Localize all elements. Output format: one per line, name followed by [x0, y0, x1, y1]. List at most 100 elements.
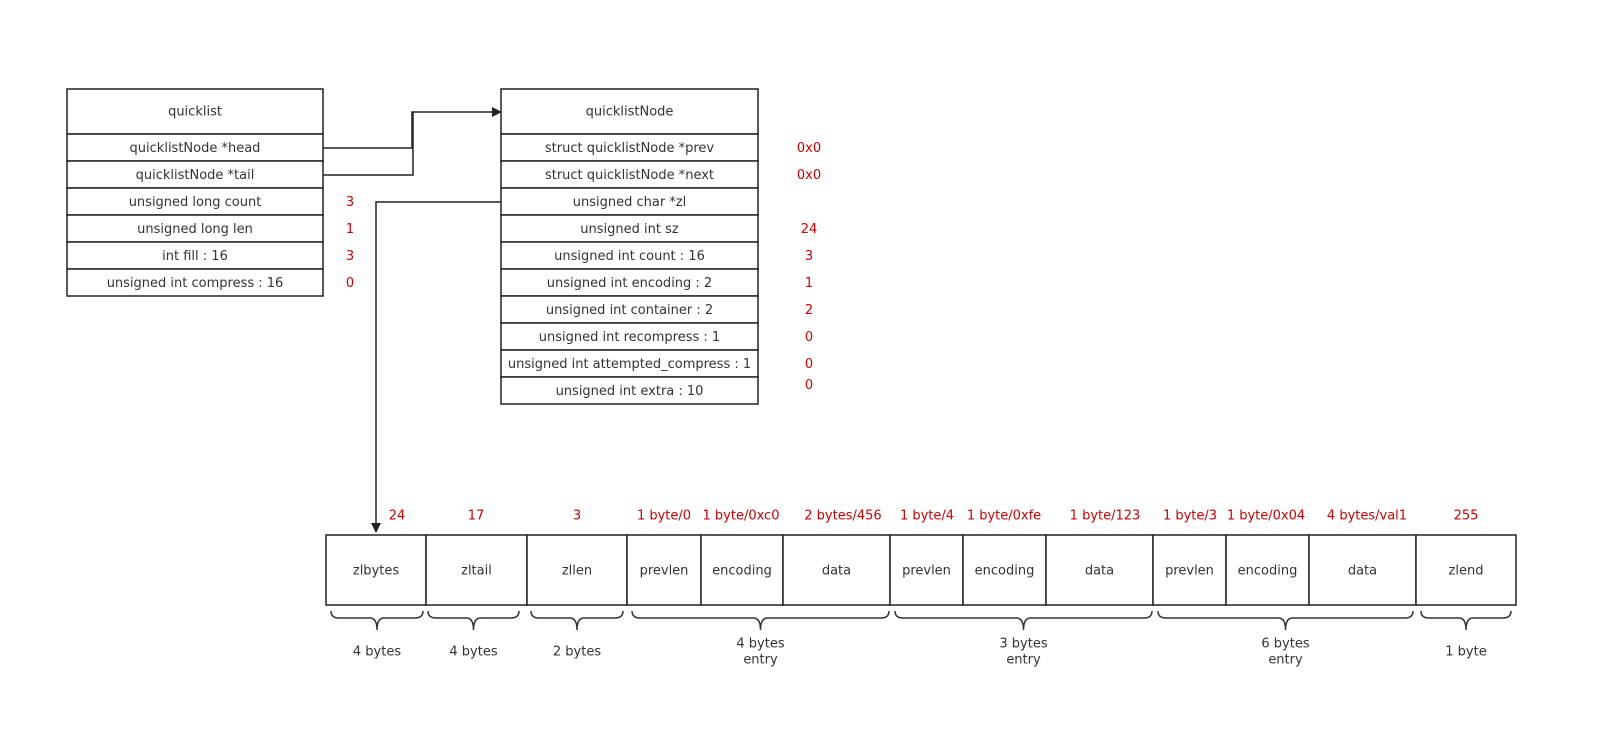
byte-size-brace: [427, 610, 520, 631]
quicklist-field-label: unsigned long count: [129, 195, 262, 210]
tail-pointer-line: [323, 112, 414, 176]
ziplist-cell-value: 1 byte/4: [900, 509, 954, 524]
quicklistnode-title: quicklistNode: [586, 105, 674, 120]
ziplist-cell-label: prevlen: [1165, 564, 1214, 579]
brace-label: entry: [743, 653, 778, 668]
byte-size-brace: [530, 610, 624, 631]
quicklist-field-label: unsigned int compress : 16: [107, 276, 284, 291]
ziplist-cell-label: encoding: [975, 564, 1035, 579]
ziplist-cell-label: zllen: [562, 564, 592, 579]
byte-size-brace: [894, 610, 1153, 631]
quicklistnode-field-label: unsigned int container : 2: [546, 303, 713, 318]
ziplist-cell-encoding: [700, 534, 784, 606]
ziplist-cell-label: prevlen: [902, 564, 951, 579]
quicklistnode-field-label: unsigned int sz: [580, 222, 679, 237]
ziplist-cell-data: [1045, 534, 1154, 606]
quicklistnode-field-value: 2: [805, 303, 813, 318]
quicklistnode-field-value: 0: [805, 378, 813, 393]
quicklist-struct: quicklist quicklistNode *headquicklistNo…: [66, 88, 354, 297]
quicklist-field-cell: [66, 133, 324, 162]
ziplist-cell-value: 1 byte/0x04: [1227, 509, 1305, 524]
quicklistnode-field-value: 0x0: [797, 141, 821, 156]
quicklist-field-label: quicklistNode *tail: [136, 168, 255, 183]
quicklistnode-field-cell: [500, 322, 759, 351]
quicklistnode-field-value: 0x0: [797, 168, 821, 183]
quicklistnode-field-cell: [500, 214, 759, 243]
ziplist-cell-label: zlbytes: [353, 564, 399, 579]
ziplist-cell-label: encoding: [712, 564, 772, 579]
ziplist-cell-label: zlend: [1449, 564, 1484, 579]
ziplist-cell-label: encoding: [1238, 564, 1298, 579]
ziplist-cell-label: data: [822, 564, 851, 579]
quicklist-field-label: unsigned long len: [137, 222, 253, 237]
quicklistnode-field-label: unsigned int attempted_compress : 1: [508, 357, 751, 372]
quicklistnode-fields: struct quicklistNode *prev 0x0 struct quic…: [500, 133, 821, 405]
ziplist-cell-prevlen: [1152, 534, 1227, 606]
quicklist-field-cell: [66, 268, 324, 297]
quicklistnode-field-cell: [500, 268, 759, 297]
ziplist-cell-label: data: [1085, 564, 1114, 579]
quicklist-title: quicklist: [168, 105, 222, 120]
quicklistnode-field-value: 1: [805, 276, 813, 291]
quicklistnode-field-label: unsigned int recompress : 1: [539, 330, 720, 345]
zl-pointer-arrow: [371, 201, 501, 533]
quicklist-field-value: 0: [346, 276, 354, 291]
quicklistnode-field-value: 0: [805, 357, 813, 372]
quicklist-field-label: quicklistNode *head: [130, 141, 261, 156]
ziplist-cell-encoding: [1225, 534, 1310, 606]
quicklistnode-field-label: unsigned char *zl: [573, 195, 687, 210]
ziplist-cell-label: data: [1348, 564, 1377, 579]
ziplist-cell-zllen: [526, 534, 628, 606]
ziplist-cell-value: 2 bytes/456: [804, 509, 881, 524]
quicklistnode-field-label: unsigned int extra : 10: [556, 384, 704, 399]
quicklist-title-cell: [66, 88, 324, 135]
ziplist-cell-value: 1 byte/3: [1163, 509, 1217, 524]
ziplist-cell-value: 24: [389, 509, 406, 524]
quicklistnode-field-value: 3: [805, 249, 813, 264]
quicklist-field-cell: [66, 241, 324, 270]
quicklist-field-cell: [66, 187, 324, 216]
quicklistnode-field-label: unsigned int encoding : 2: [547, 276, 712, 291]
quicklistnode-field-cell: [500, 349, 759, 378]
byte-size-brace: [631, 610, 890, 631]
quicklist-field-label: int fill : 16: [162, 249, 228, 264]
ziplist-cell-prevlen: [626, 534, 702, 606]
quicklist-field-value: 3: [346, 195, 354, 210]
ziplist-cell-value: 255: [1454, 509, 1479, 524]
brace-label: 4 bytes: [449, 645, 497, 660]
quicklistnode-field-cell: [500, 376, 759, 405]
ziplist-cell-value: 17: [468, 509, 485, 524]
ziplist-cell-zltail: [425, 534, 528, 606]
brace-label: 4 bytes: [736, 637, 784, 652]
brace-label: 1 byte: [1445, 645, 1486, 660]
quicklistnode-field-cell: [500, 160, 759, 189]
ziplist-cell-value: 1 byte/0: [637, 509, 691, 524]
ziplist-cell-zlbytes: [325, 534, 427, 606]
connectors: [323, 107, 502, 533]
brace-label: entry: [1268, 653, 1303, 668]
ziplist-cell-label: prevlen: [640, 564, 689, 579]
brace-label: 6 bytes: [1261, 637, 1309, 652]
quicklistnode-field-cell: [500, 187, 759, 216]
ziplist-cell-label: zltail: [461, 564, 492, 579]
brace-label: 2 bytes: [553, 645, 601, 660]
quicklistnode-field-label: struct quicklistNode *next: [545, 168, 714, 183]
ziplist-cell-value: 1 byte/123: [1070, 509, 1141, 524]
brace-label: 4 bytes: [353, 645, 401, 660]
quicklistnode-struct: quicklistNode struct quicklistNode *prev…: [500, 88, 821, 405]
byte-size-brace: [330, 610, 424, 631]
quicklistnode-field-label: struct quicklistNode *prev: [545, 141, 715, 156]
ziplist-cell-value: 1 byte/0xfe: [967, 509, 1041, 524]
ziplist-cell-zlend: [1415, 534, 1517, 606]
quicklist-field-value: 1: [346, 222, 354, 237]
quicklist-field-value: 3: [346, 249, 354, 264]
quicklistnode-field-value: 24: [801, 222, 818, 237]
byte-size-brace: [1420, 610, 1512, 631]
quicklist-fields: quicklistNode *head quicklistNode *tail un…: [66, 133, 354, 297]
ziplist-cell-value: 1 byte/0xc0: [703, 509, 780, 524]
brace-label: 3 bytes: [999, 637, 1047, 652]
